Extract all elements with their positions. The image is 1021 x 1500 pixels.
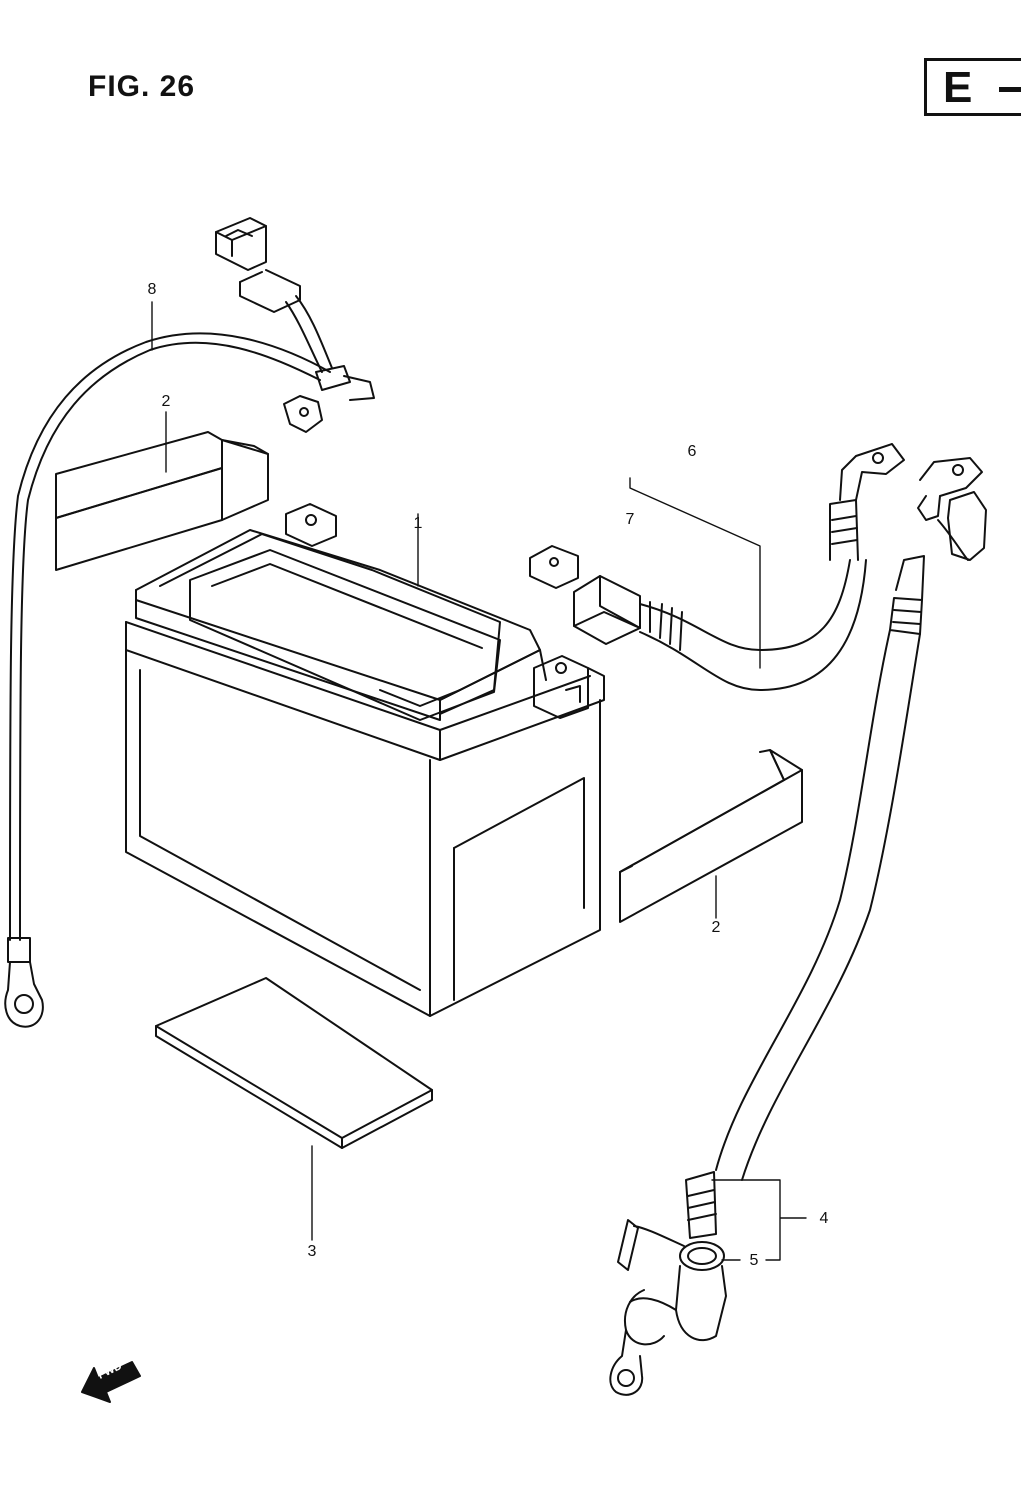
- figure-title: FIG. 26: [88, 70, 196, 103]
- lead-wire-part-8: [4, 217, 375, 1028]
- callout-6: 6: [687, 443, 697, 460]
- section-letter: E: [943, 63, 973, 112]
- battery-part-1: [125, 503, 605, 1017]
- negative-cable-part-4: [609, 457, 987, 1396]
- callout-1: 1: [413, 515, 423, 532]
- callout-8: 8: [147, 281, 157, 298]
- bracket-pad-part-2-upper: [55, 431, 269, 571]
- callout-7: 7: [625, 511, 635, 528]
- leader-6: [629, 477, 761, 669]
- battery-pad-part-3: [155, 977, 433, 1149]
- forward-arrow-icon: [81, 1361, 141, 1403]
- leader-lines: [151, 301, 807, 1261]
- bracket-pad-part-2-right: [619, 749, 803, 923]
- section-dash: [999, 87, 1021, 92]
- callout-3: 3: [307, 1243, 317, 1260]
- section-indicator: E: [924, 58, 1021, 116]
- positive-cable-part-6-7: [529, 443, 905, 691]
- leader-4: [711, 1179, 807, 1261]
- callout-4: 4: [819, 1210, 829, 1227]
- callout-2-upper: 2: [161, 393, 171, 410]
- callout-2-right: 2: [711, 919, 721, 936]
- callout-5: 5: [749, 1252, 759, 1269]
